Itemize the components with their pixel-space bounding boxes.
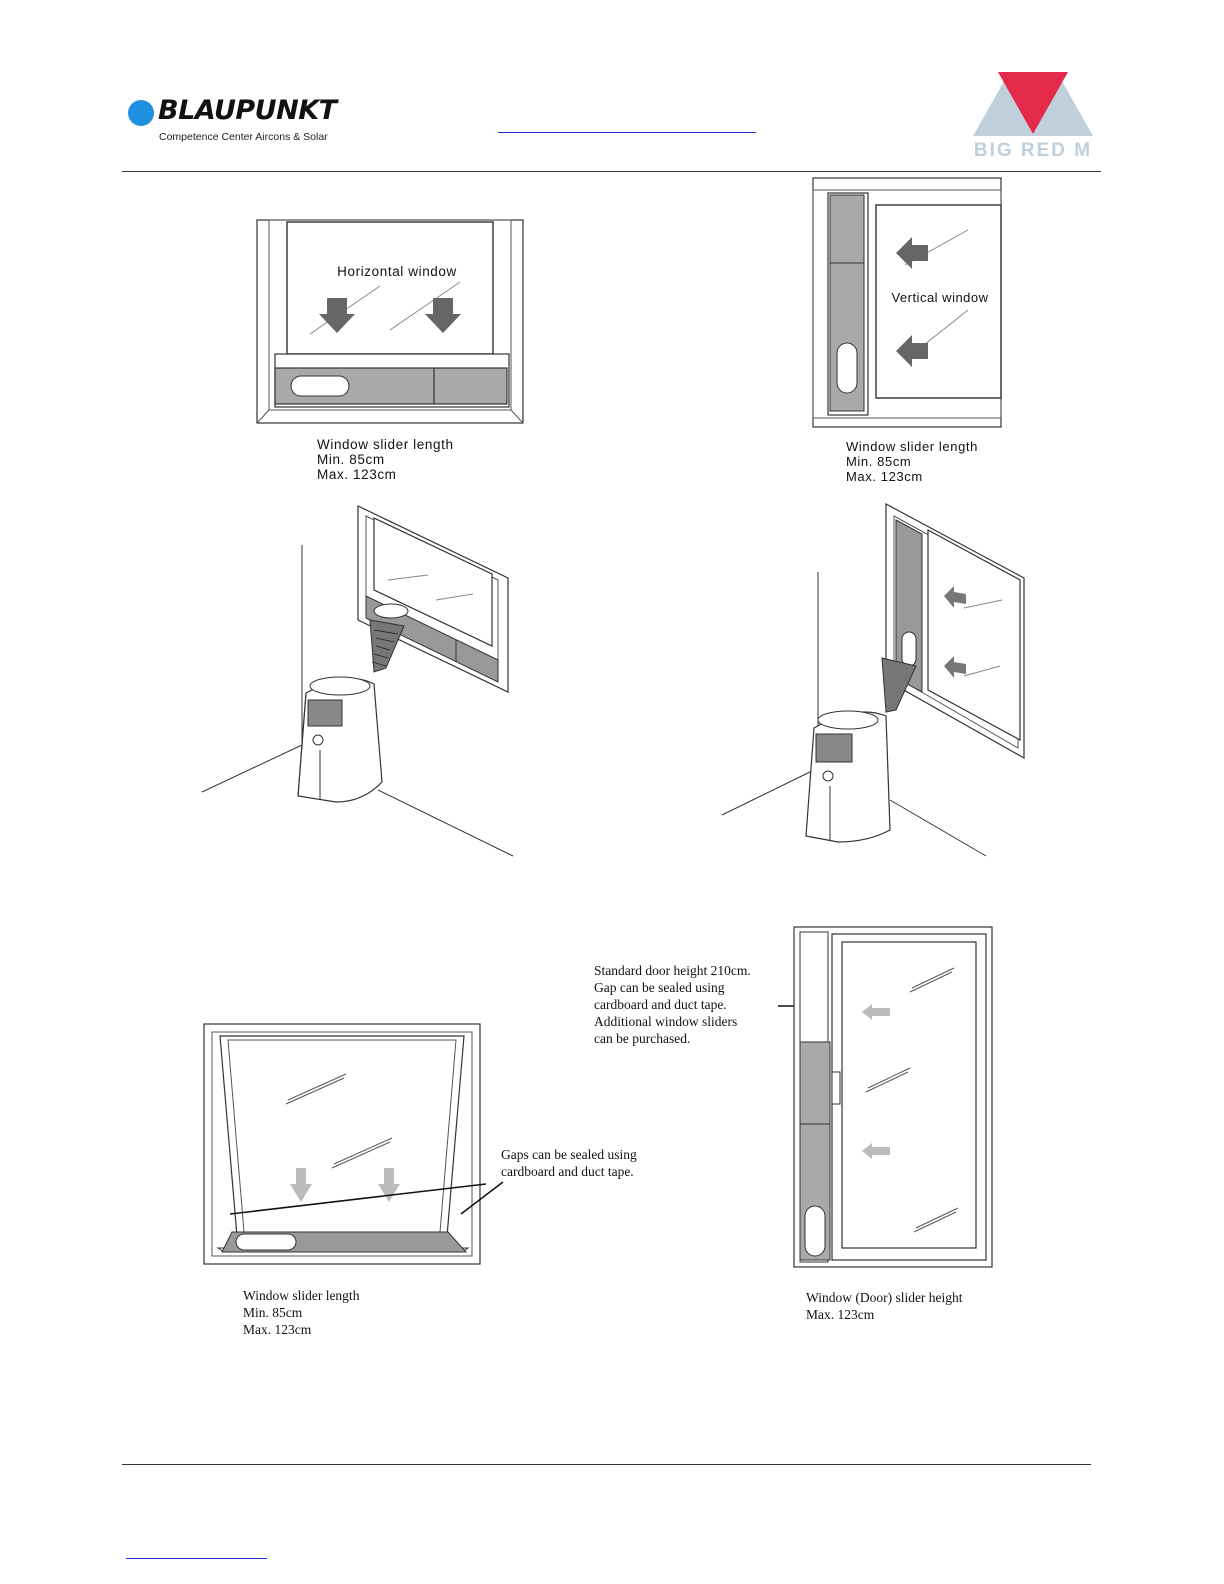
note-line: Gap can be sealed using bbox=[594, 980, 725, 995]
vertical-window-diagram: Vertical window bbox=[812, 177, 1002, 428]
left-arrow-icon bbox=[862, 1143, 890, 1159]
door-diagram bbox=[778, 926, 993, 1268]
note-line: cardboard and duct tape. bbox=[594, 997, 727, 1012]
footer-divider bbox=[122, 1464, 1091, 1465]
air-conditioner-unit bbox=[805, 711, 891, 843]
caption-line: Window slider length bbox=[846, 439, 978, 454]
caption-line: Max. 123cm bbox=[846, 469, 923, 484]
caption-line: Window (Door) slider height bbox=[806, 1290, 963, 1305]
caption-line: Min. 85cm bbox=[317, 452, 385, 467]
down-arrow-icon bbox=[378, 1168, 400, 1202]
logo-mountain-shape bbox=[973, 74, 1093, 136]
note-line: Standard door height 210cm. bbox=[594, 963, 751, 978]
note-line: Additional window sliders bbox=[594, 1014, 738, 1029]
horizontal-window-label: Horizontal window bbox=[337, 264, 457, 279]
caption-line: Max. 123cm bbox=[243, 1322, 312, 1337]
door-caption: Window (Door) slider height Max. 123cm bbox=[806, 1289, 963, 1323]
down-arrow-icon bbox=[425, 298, 461, 333]
footer-link[interactable] bbox=[126, 1544, 267, 1559]
caption-line: Max. 123cm bbox=[806, 1307, 875, 1322]
vertical-window-caption: Window slider length Min. 85cm Max. 123c… bbox=[846, 439, 978, 484]
ac-horizontal-install-illustration bbox=[201, 505, 514, 857]
caption-line: Min. 85cm bbox=[243, 1305, 303, 1320]
logo-red-triangle bbox=[998, 72, 1068, 134]
note-line: can be purchased. bbox=[594, 1031, 691, 1046]
air-conditioner-unit bbox=[297, 678, 383, 803]
note-line: cardboard and duct tape. bbox=[501, 1164, 634, 1179]
down-arrow-icon bbox=[319, 298, 355, 333]
down-arrow-icon bbox=[290, 1168, 312, 1202]
brand-name: BLAUPUNKT bbox=[158, 95, 337, 126]
left-arrow-icon bbox=[896, 335, 928, 367]
exhaust-hose bbox=[881, 657, 917, 713]
caption-line: Min. 85cm bbox=[846, 454, 912, 469]
horizontal-window-caption: Window slider length Min. 85cm Max. 123c… bbox=[317, 437, 454, 482]
blaupunkt-logo: BLAUPUNKT Competence Center Aircons & So… bbox=[128, 95, 368, 148]
exhaust-hose bbox=[369, 619, 405, 673]
vertical-window-label: Vertical window bbox=[891, 290, 988, 305]
left-arrow-icon bbox=[944, 586, 966, 608]
trapezoid-window-diagram bbox=[203, 1023, 486, 1265]
brand-tagline: Competence Center Aircons & Solar bbox=[159, 131, 328, 143]
trapezoid-window-caption: Window slider length Min. 85cm Max. 123c… bbox=[243, 1287, 359, 1338]
caption-line: Window slider length bbox=[317, 437, 454, 452]
horizontal-window-diagram: Horizontal window bbox=[256, 219, 524, 424]
door-note: Standard door height 210cm. Gap can be s… bbox=[594, 962, 751, 1047]
caption-line: Max. 123cm bbox=[317, 467, 397, 482]
left-arrow-icon bbox=[862, 1004, 890, 1020]
header-link[interactable] bbox=[498, 118, 756, 133]
note-line: Gaps can be sealed using bbox=[501, 1147, 637, 1162]
logo-dot-icon bbox=[128, 100, 154, 126]
gap-note: Gaps can be sealed using cardboard and d… bbox=[501, 1146, 637, 1180]
header-divider bbox=[122, 171, 1101, 172]
ac-vertical-install-illustration bbox=[721, 502, 1025, 857]
left-arrow-icon bbox=[944, 656, 966, 678]
gap-pointer-lines bbox=[460, 1181, 504, 1215]
left-arrow-icon bbox=[896, 237, 928, 269]
big-red-m-logo: BIG RED M bbox=[973, 72, 1093, 161]
caption-line: Window slider length bbox=[243, 1288, 360, 1303]
partner-logo-text: BIG RED M bbox=[974, 140, 1092, 161]
